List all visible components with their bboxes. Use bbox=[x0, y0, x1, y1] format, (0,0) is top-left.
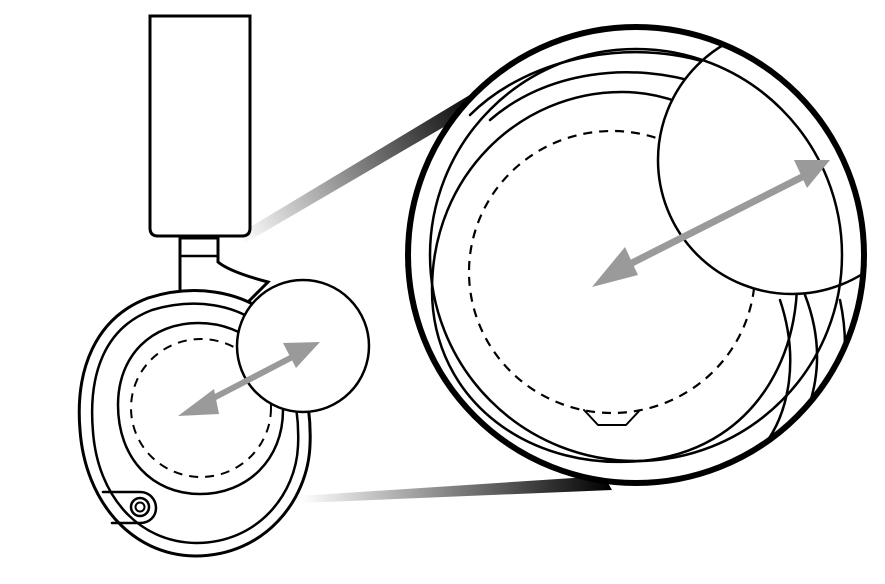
headphone-earcup-icon bbox=[77, 14, 371, 558]
zoom-double-headed-arrow-icon bbox=[592, 160, 830, 287]
ear-pad-dashed-ring bbox=[130, 338, 272, 478]
port-icon[interactable] bbox=[101, 490, 158, 525]
zoom-beam-bottom bbox=[298, 476, 612, 503]
zoom-callout-icon bbox=[405, 24, 867, 486]
zoom-circle-border bbox=[405, 24, 867, 486]
ear-pad-tab bbox=[583, 409, 641, 426]
headband bbox=[148, 14, 252, 238]
double-headed-arrow-icon bbox=[178, 342, 320, 416]
zoom-beam-top bbox=[232, 90, 490, 246]
